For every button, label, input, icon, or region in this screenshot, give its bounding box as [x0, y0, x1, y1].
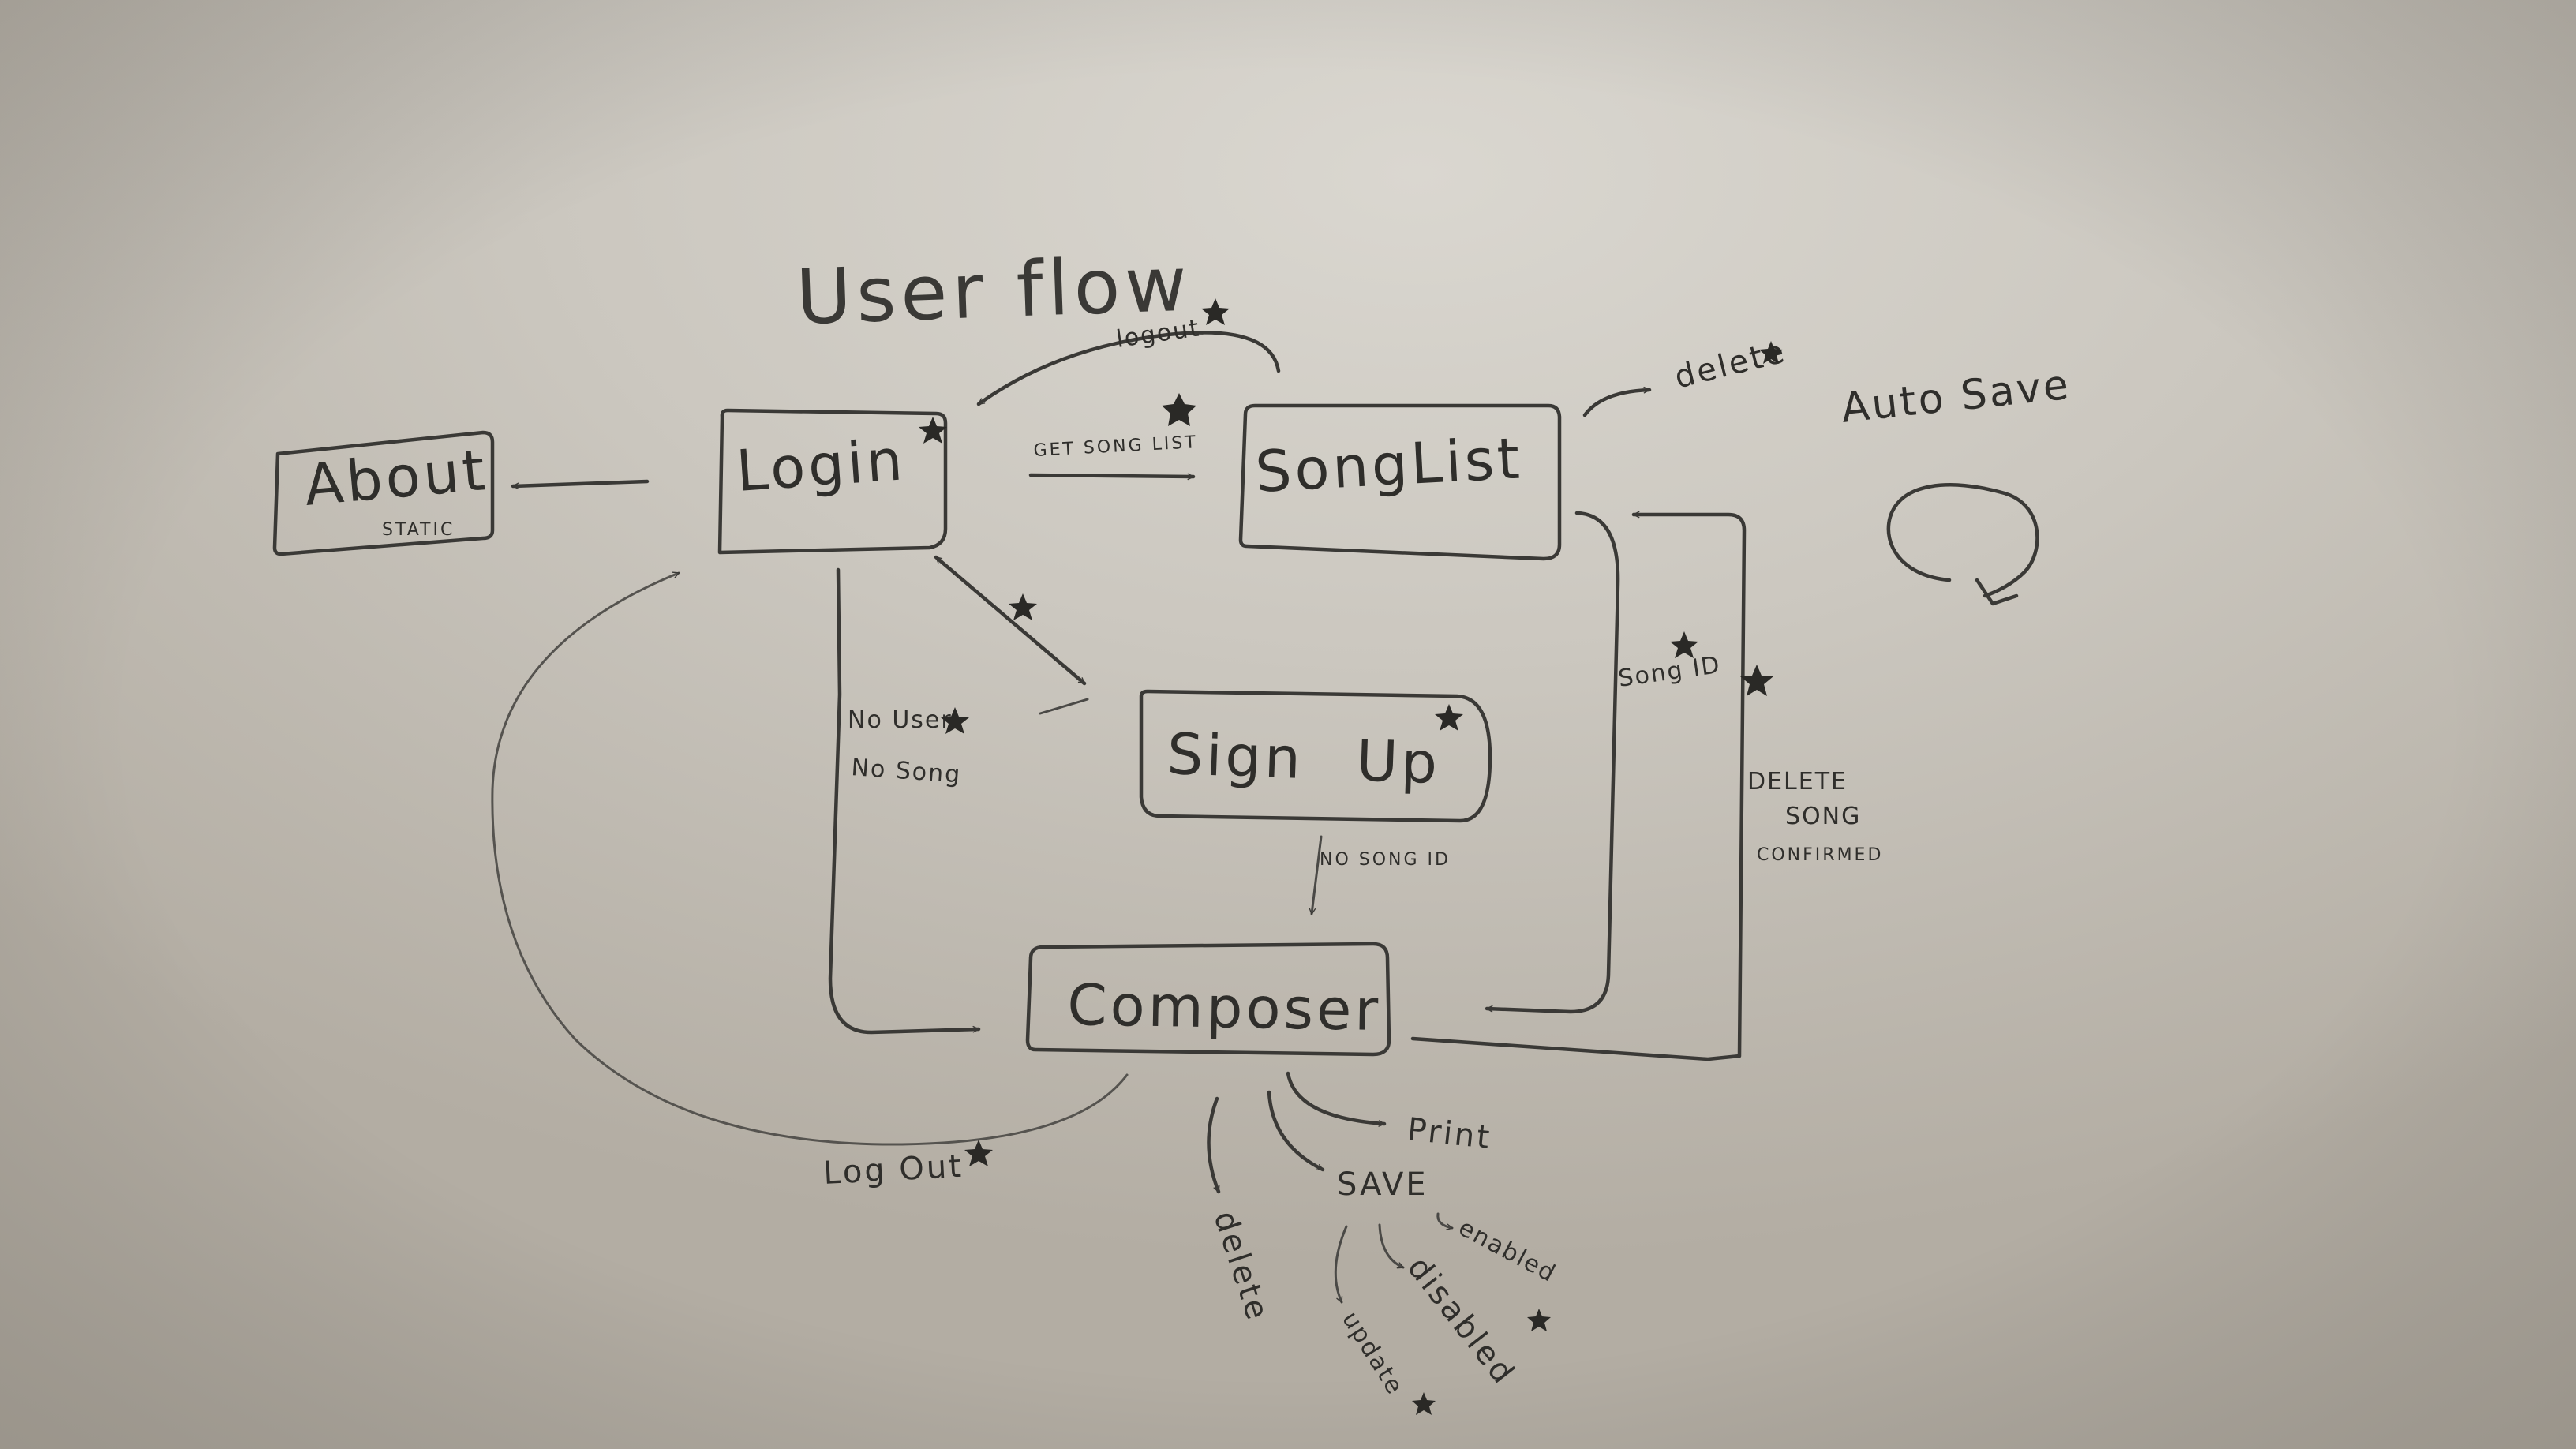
get-song-list-star	[1162, 393, 1196, 426]
auto-save-cycle-icon	[1886, 483, 2039, 598]
logout-top-star	[1201, 298, 1230, 325]
edge-composer-to-songlist	[1410, 511, 1747, 1061]
edge-label-confirmed: CONFIRMED	[1757, 845, 1883, 865]
node-songlist: SongList	[1238, 403, 1562, 561]
action-label-save: SAVE	[1337, 1166, 1428, 1203]
edge-label-no-song-id: NO SONG ID	[1320, 850, 1451, 870]
node-about-note: STATIC	[382, 520, 455, 540]
edge-label-delete: DELETE	[1747, 768, 1848, 796]
edge-login-to-about	[511, 479, 650, 490]
node-login-star	[919, 417, 947, 444]
node-composer-box	[1025, 942, 1391, 1057]
node-signup: Sign Up	[1139, 689, 1492, 823]
edge-composer-save	[1267, 1090, 1325, 1172]
node-composer: Composer	[1025, 942, 1391, 1057]
edge-save-update	[1334, 1225, 1348, 1304]
enabled-star	[1527, 1309, 1551, 1331]
edge-label-log-out: Log Out	[822, 1148, 964, 1192]
edge-songlist-delete	[1582, 386, 1652, 417]
node-signup-label: Sign Up	[1166, 721, 1441, 796]
edge-login-signup	[934, 555, 1087, 686]
node-signup-box	[1139, 689, 1492, 823]
edge-save-enabled	[1436, 1212, 1454, 1230]
edge-signup-to-composer	[1309, 835, 1323, 915]
node-composer-label: Composer	[1067, 972, 1382, 1043]
edge-get-song-list	[1028, 473, 1196, 481]
diagram-title: User flow	[795, 240, 1193, 342]
edge-songlist-to-composer	[1485, 511, 1620, 1014]
node-login-label: Login	[734, 426, 908, 504]
edge-composer-logout	[491, 571, 1129, 1146]
action-label-print: Print	[1406, 1111, 1493, 1156]
edge-label-song: SONG	[1785, 803, 1861, 830]
edge-composer-delete	[1207, 1096, 1221, 1194]
login-signup-star	[1009, 593, 1037, 620]
node-songlist-label: SongList	[1253, 425, 1524, 505]
edge-signup-hook	[1039, 698, 1089, 715]
songlist-delete-star	[1759, 341, 1783, 364]
node-about-box	[272, 430, 495, 556]
auto-save-arrowhead	[1975, 578, 2019, 606]
no-user-star	[941, 707, 969, 734]
edge-save-disabled	[1378, 1223, 1405, 1269]
edge-composer-print	[1286, 1071, 1387, 1127]
node-signup-star	[1435, 704, 1463, 731]
node-songlist-box	[1238, 403, 1562, 561]
node-about-label: About	[301, 436, 490, 519]
song-id-star	[1670, 631, 1698, 658]
node-login: Login	[717, 408, 948, 555]
edge-songlist-logout	[976, 331, 1281, 406]
delete-confirmed-star	[1740, 665, 1773, 696]
node-login-box	[717, 408, 948, 555]
edge-login-to-composer	[828, 567, 981, 1035]
update-star	[1412, 1392, 1436, 1415]
edge-label-no-user: No User	[848, 706, 953, 734]
node-about: About STATIC	[272, 430, 495, 556]
log-out-star	[964, 1140, 993, 1166]
